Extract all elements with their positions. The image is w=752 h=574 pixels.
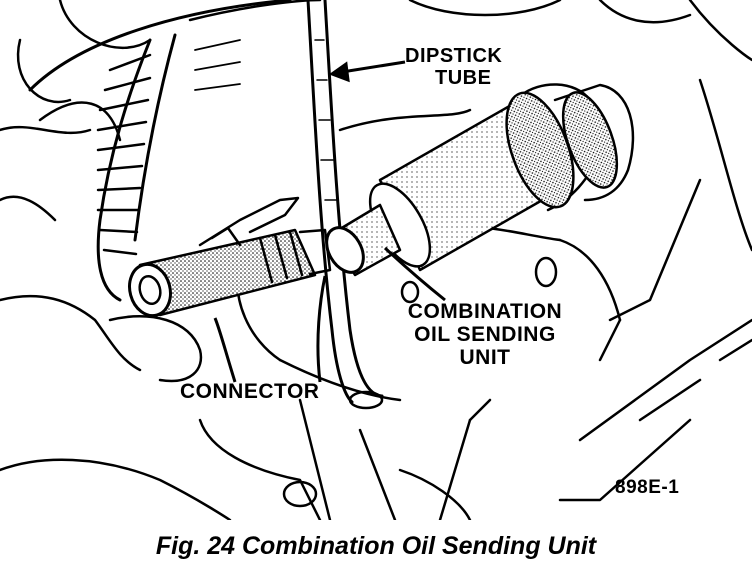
figure-code: 898E-1 [615,477,680,498]
dipstick-label-line2: TUBE [435,67,492,89]
dipstick-tube [306,0,384,410]
dipstick-tube-label: DIPSTICK TUBE [405,45,502,89]
oil-sending-unit-body [325,83,635,277]
dipstick-leader-line [341,60,406,74]
sending-unit-leader-line [383,246,446,302]
sending-unit-label-line3: UNIT [459,346,511,370]
dipstick-arrowhead [328,61,350,83]
connector-leader-line-2 [316,275,327,383]
connector-label: CONNECTOR [180,380,320,403]
wiring-harness [0,0,322,383]
sending-unit-label: COMBINATION OIL SENDING UNIT [400,300,570,369]
connector-body [128,196,332,318]
connector-leader-line [213,317,237,383]
dipstick-label-line1: DIPSTICK [405,45,503,67]
oil-sending-unit-illustration [0,0,752,520]
sending-unit-label-line2: OIL SENDING [414,323,556,347]
figure-caption: Fig. 24 Combination Oil Sending Unit [155,532,597,560]
sending-unit-label-line1: COMBINATION [407,300,563,323]
